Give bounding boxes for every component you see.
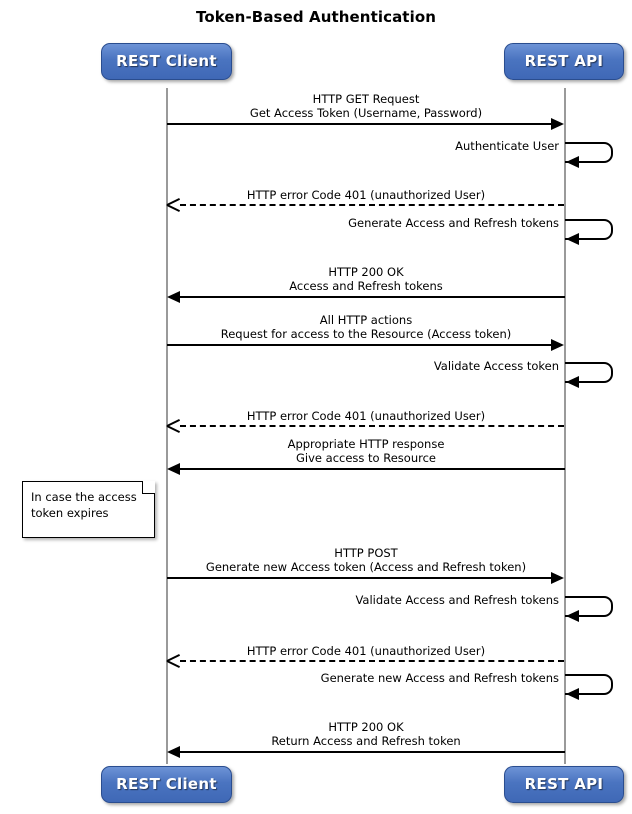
message-label-13: HTTP 200 OK Return Access and Refresh to…: [167, 720, 565, 748]
message-label-0: HTTP GET Request Get Access Token (Usern…: [167, 92, 565, 120]
message-arrowhead-4: [167, 291, 180, 303]
message-label-1: Authenticate User: [265, 139, 559, 153]
message-label-7-line-1: HTTP error Code 401 (unauthorized User): [246, 409, 486, 423]
message-selfloop-3: [565, 219, 613, 240]
note-token-expiry: In case the access token expires: [22, 481, 155, 538]
message-label-9: HTTP POST Generate new Access token (Acc…: [167, 546, 565, 574]
message-label-4-line-2: Access and Refresh tokens: [289, 279, 443, 293]
message-label-3: Generate Access and Refresh tokens: [215, 216, 559, 230]
note-fold-corner: [142, 481, 155, 494]
message-label-2-line-1: HTTP error Code 401 (unauthorized User): [246, 188, 486, 202]
message-arrowhead-10: [566, 610, 579, 622]
message-label-8: Appropriate HTTP response Give access to…: [167, 437, 565, 465]
participant-foot-client[interactable]: REST Client: [101, 766, 232, 803]
message-arrowhead-6: [566, 376, 579, 388]
message-arrowhead-12: [566, 688, 579, 700]
message-label-9-line-2: Generate new Access token (Access and Re…: [205, 560, 527, 574]
message-label-4: HTTP 200 OK Access and Refresh tokens: [167, 265, 565, 293]
message-selfloop-12: [565, 674, 613, 695]
message-arrow-8: [180, 468, 565, 470]
message-arrowhead-13: [167, 746, 180, 758]
page-title: Token-Based Authentication: [195, 8, 437, 26]
message-label-4-line-1: HTTP 200 OK: [328, 265, 404, 279]
message-label-5-line-1: All HTTP actions: [319, 313, 413, 327]
message-arrowhead-3: [566, 233, 579, 245]
message-label-12-line-1: Generate new Access and Refresh tokens: [320, 671, 559, 685]
message-label-11: HTTP error Code 401 (unauthorized User): [167, 644, 565, 658]
participant-label-api: REST API: [524, 52, 604, 70]
message-label-9-line-1: HTTP POST: [334, 546, 398, 560]
message-arrow-4: [180, 296, 565, 298]
lifeline-api: [564, 88, 566, 764]
message-label-0-line-2: Get Access Token (Username, Password): [249, 106, 483, 120]
message-arrowhead-5: [551, 339, 564, 351]
message-label-13-line-1: HTTP 200 OK: [328, 720, 404, 734]
message-arrow-11: [180, 660, 564, 662]
message-arrowhead-2: [167, 198, 180, 211]
message-label-7: HTTP error Code 401 (unauthorized User): [167, 409, 565, 423]
message-arrowhead-9: [551, 572, 564, 584]
message-label-10: Validate Access and Refresh tokens: [219, 593, 559, 607]
message-arrow-7: [180, 425, 564, 427]
message-arrowhead-8: [167, 463, 180, 475]
message-selfloop-6: [565, 362, 613, 383]
participant-head-api[interactable]: REST API: [504, 43, 624, 80]
participant-head-client[interactable]: REST Client: [101, 43, 232, 80]
message-label-13-line-2: Return Access and Refresh token: [271, 734, 461, 748]
message-selfloop-10: [565, 596, 613, 617]
participant-foot-label-client: REST Client: [116, 775, 217, 793]
message-selfloop-1: [565, 142, 613, 163]
message-label-10-line-1: Validate Access and Refresh tokens: [355, 593, 559, 607]
message-label-8-line-1: Appropriate HTTP response: [287, 437, 445, 451]
message-arrowhead-0: [551, 118, 564, 130]
message-label-2: HTTP error Code 401 (unauthorized User): [167, 188, 565, 202]
message-label-5: All HTTP actions Request for access to t…: [167, 313, 565, 341]
message-arrow-9: [167, 577, 552, 579]
message-arrow-13: [180, 751, 565, 753]
message-arrow-5: [167, 344, 552, 346]
message-arrowhead-1: [566, 156, 579, 168]
participant-foot-label-api: REST API: [524, 775, 604, 793]
message-label-0-line-1: HTTP GET Request: [312, 92, 420, 106]
message-arrow-0: [167, 123, 552, 125]
message-arrow-2: [180, 204, 564, 206]
note-line-2: token expires: [31, 506, 109, 520]
message-label-3-line-1: Generate Access and Refresh tokens: [348, 216, 559, 230]
participant-label-client: REST Client: [116, 52, 217, 70]
message-label-12: Generate new Access and Refresh tokens: [219, 671, 559, 685]
message-arrowhead-7: [167, 419, 180, 432]
message-label-6-line-1: Validate Access token: [433, 359, 559, 373]
message-label-6: Validate Access token: [259, 359, 559, 373]
note-line-1: In case the access: [31, 490, 137, 504]
message-label-8-line-2: Give access to Resource: [296, 451, 436, 465]
message-label-1-line-1: Authenticate User: [455, 139, 559, 153]
message-label-11-line-1: HTTP error Code 401 (unauthorized User): [246, 644, 486, 658]
message-label-5-line-2: Request for access to the Resource (Acce…: [220, 327, 512, 341]
participant-foot-api[interactable]: REST API: [504, 766, 624, 803]
message-arrowhead-11: [167, 654, 180, 667]
